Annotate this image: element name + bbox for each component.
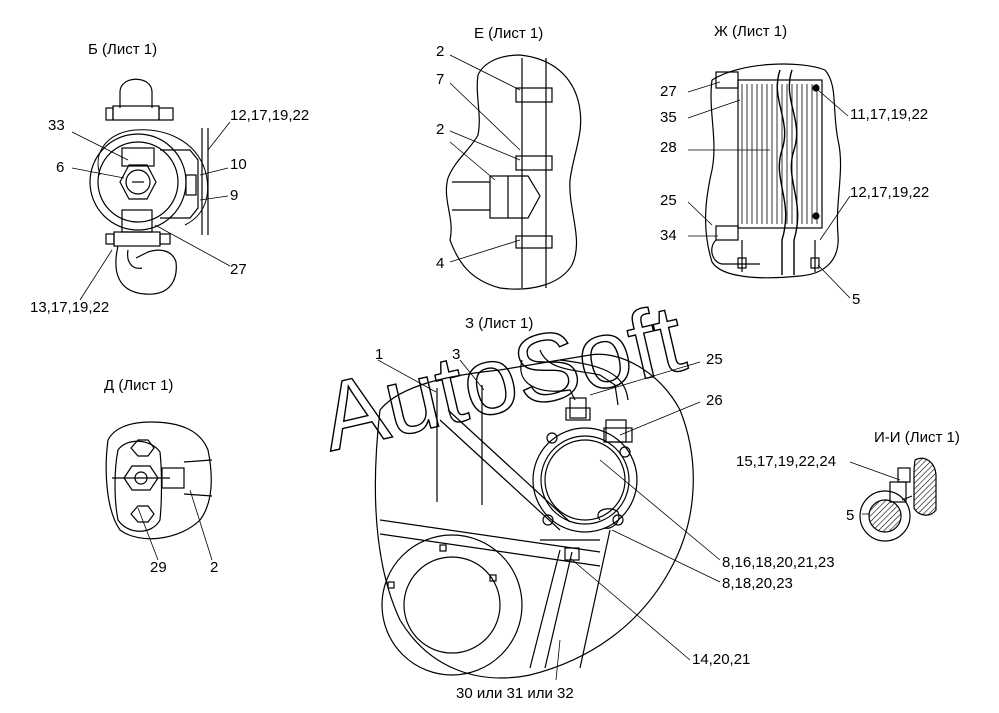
callout-35: 35 xyxy=(660,109,677,126)
callout-33: 33 xyxy=(48,117,65,134)
callout-10: 10 xyxy=(230,156,247,173)
view-zh-drawing xyxy=(705,63,842,279)
view-e-title: Е (Лист 1) xyxy=(474,25,544,42)
view-d-drawing xyxy=(105,421,213,540)
callout-14-20-21: 14,20,21 xyxy=(692,651,751,668)
callout-25-zh: 25 xyxy=(660,192,677,209)
view-ii-drawing xyxy=(859,457,937,542)
callout-12-17-19-22-b: 12,17,19,22 xyxy=(230,107,310,124)
callout-8-18-20-23: 8,18,20,23 xyxy=(722,575,793,592)
callout-25-z: 25 xyxy=(706,351,723,368)
watermark-text: AutoSoft xyxy=(311,285,694,472)
callout-26: 26 xyxy=(706,392,723,409)
callout-5-zh: 5 xyxy=(852,291,861,308)
callout-34: 34 xyxy=(660,227,677,244)
view-d-title: Д (Лист 1) xyxy=(104,377,174,394)
callout-5-ii: 5 xyxy=(846,507,855,524)
view-zh-title: Ж (Лист 1) xyxy=(714,23,788,40)
callout-9: 9 xyxy=(230,187,239,204)
view-b-title: Б (Лист 1) xyxy=(88,41,158,58)
callout-27-b: 27 xyxy=(230,261,247,278)
callout-8-16-18-20-21-23: 8,16,18,20,21,23 xyxy=(722,554,835,571)
view-e-drawing xyxy=(445,54,582,290)
callout-11-17-19-22: 11,17,19,22 xyxy=(850,106,929,123)
callout-6: 6 xyxy=(56,159,65,176)
view-z-title: З (Лист 1) xyxy=(465,315,534,332)
callout-7: 7 xyxy=(436,71,445,88)
callout-2-mid: 2 xyxy=(436,121,445,138)
callout-28: 28 xyxy=(660,139,677,156)
callout-1: 1 xyxy=(375,346,384,363)
view-z-drawing xyxy=(374,349,694,679)
callout-2-top: 2 xyxy=(436,43,445,60)
callout-15-17-19-22-24: 15,17,19,22,24 xyxy=(736,453,837,470)
callout-4: 4 xyxy=(436,255,445,272)
view-b-drawing xyxy=(89,78,209,295)
view-ii-title: И-И (Лист 1) xyxy=(874,429,960,446)
callout-30-31-32: 30 или 31 или 32 xyxy=(456,685,574,702)
watermark: AutoSoft xyxy=(310,284,694,472)
callout-12-17-19-22-zh: 12,17,19,22 xyxy=(850,184,930,201)
callout-3: 3 xyxy=(452,346,461,363)
callout-13-17-19-22: 13,17,19,22 xyxy=(30,299,110,316)
callout-2-d: 2 xyxy=(210,559,219,576)
callout-29: 29 xyxy=(150,559,167,576)
callout-27-zh: 27 xyxy=(660,83,677,100)
leader-lines xyxy=(71,54,901,681)
